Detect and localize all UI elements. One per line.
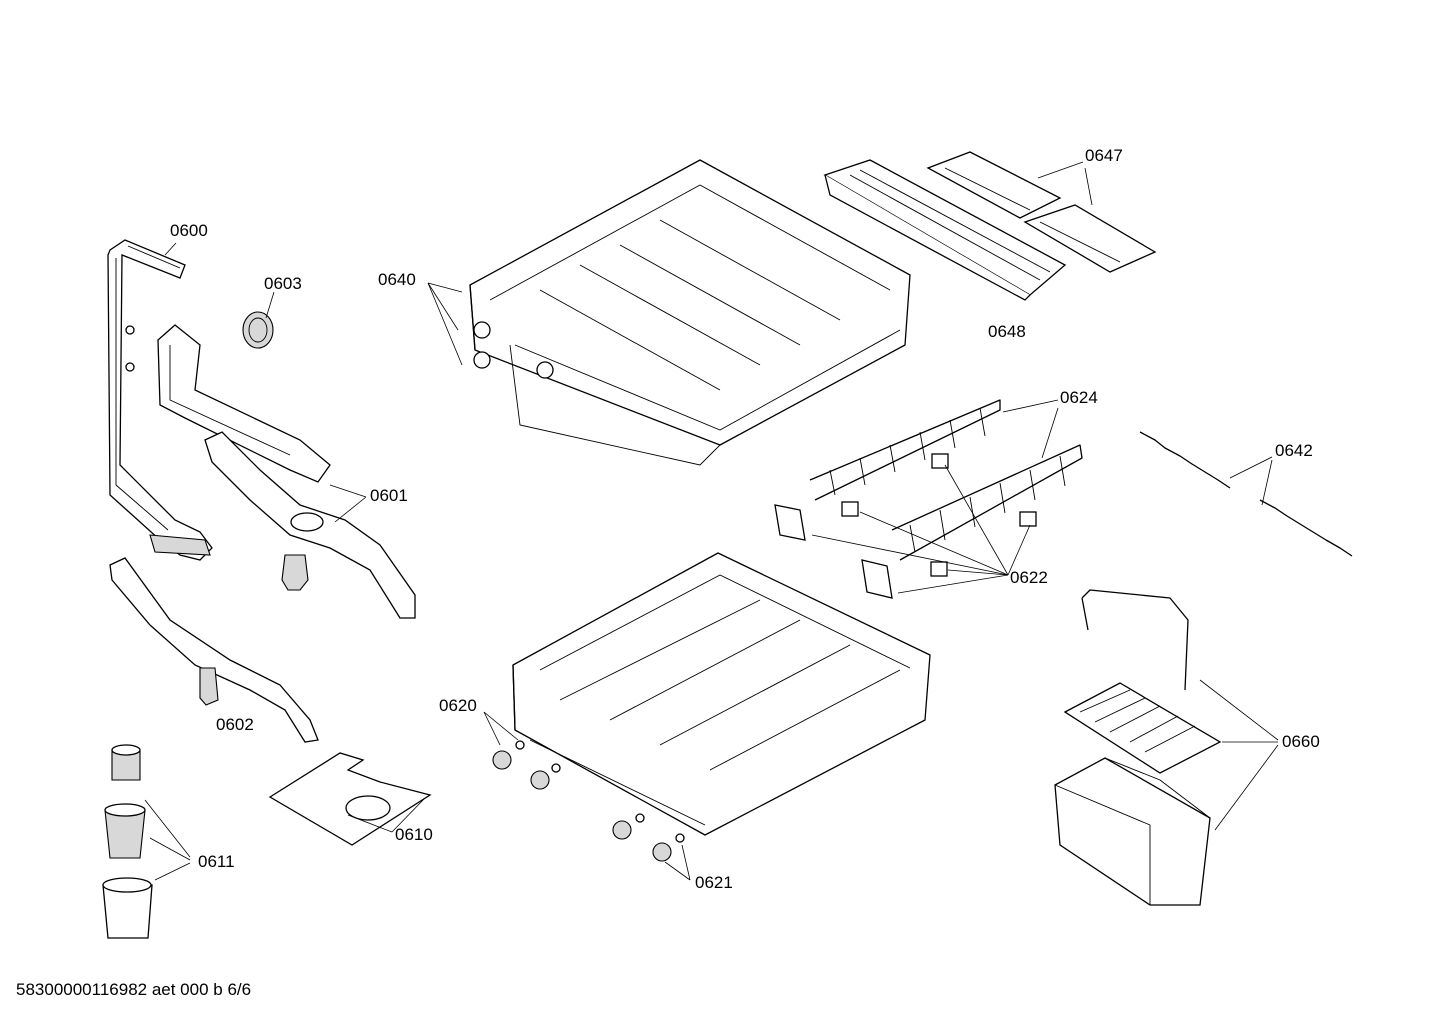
label-0621: 0621	[695, 873, 733, 892]
part-0610-filter-plate	[268, 752, 432, 846]
label-0601: 0601	[370, 486, 408, 505]
part-0600-supply-pipe	[107, 239, 213, 561]
label-0610: 0610	[395, 825, 433, 844]
part-labels: 0600 0603 0601 0640 0647 0648 0624 0642 …	[170, 146, 1320, 892]
part-0611-filters	[102, 744, 153, 939]
label-0600: 0600	[170, 221, 208, 240]
part-0647-inserts	[926, 151, 1157, 273]
part-0601-spray-arm-upper	[157, 324, 331, 483]
document-footer-code: 58300000116982 aet 000 b 6/6	[16, 980, 252, 999]
label-0620: 0620	[439, 696, 477, 715]
part-0601-spray-arm	[204, 431, 416, 619]
part-0602-lower-spray-arm	[109, 557, 319, 743]
label-0603: 0603	[264, 274, 302, 293]
leader-lines	[144, 161, 1279, 881]
part-0620-0621-wheels	[492, 740, 685, 862]
label-0642: 0642	[1275, 441, 1313, 460]
part-0624-tine-racks	[809, 399, 1083, 561]
label-0647: 0647	[1085, 146, 1123, 165]
label-0611: 0611	[198, 852, 235, 871]
label-0622: 0622	[1010, 568, 1048, 587]
part-0622-clips	[774, 453, 1037, 599]
label-0602: 0602	[216, 715, 254, 734]
part-0640-upper-basket	[469, 159, 911, 466]
part-0642-steps	[1139, 431, 1353, 557]
part-0648-cutlery-tray	[823, 159, 1067, 301]
label-0648: 0648	[988, 322, 1026, 341]
part-0660-cutlery-basket	[1054, 589, 1222, 906]
part-0603-nozzle	[242, 311, 274, 349]
label-0624: 0624	[1060, 388, 1098, 407]
part-0620-lower-basket	[512, 552, 931, 836]
label-0640: 0640	[378, 270, 416, 289]
label-0660: 0660	[1282, 732, 1320, 751]
